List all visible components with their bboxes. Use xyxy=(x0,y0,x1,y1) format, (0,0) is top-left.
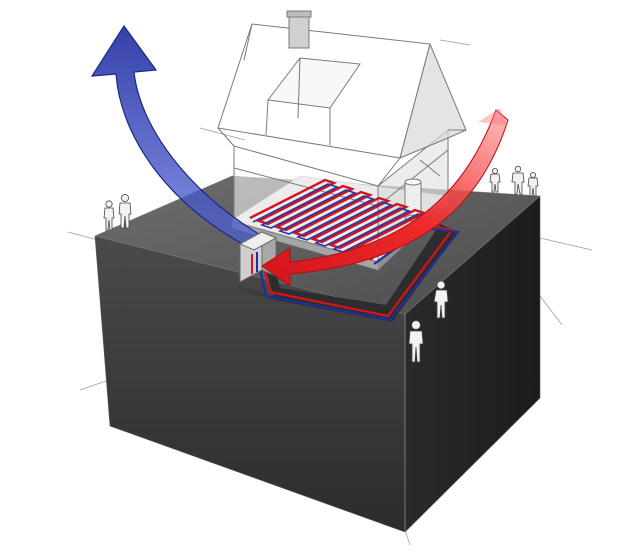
person-icon xyxy=(511,165,525,195)
person-icon xyxy=(489,168,501,193)
person-icon xyxy=(408,320,424,363)
warm-air-in-arrow-icon xyxy=(261,108,509,287)
person-icon xyxy=(103,200,115,231)
person-icon xyxy=(433,280,449,319)
cold-air-out-arrow-icon xyxy=(90,24,263,249)
people xyxy=(103,165,539,363)
person-icon xyxy=(527,172,539,197)
person-icon xyxy=(118,194,132,229)
underfloor-heating-pipes-icon xyxy=(249,178,439,259)
chimney xyxy=(286,10,312,49)
